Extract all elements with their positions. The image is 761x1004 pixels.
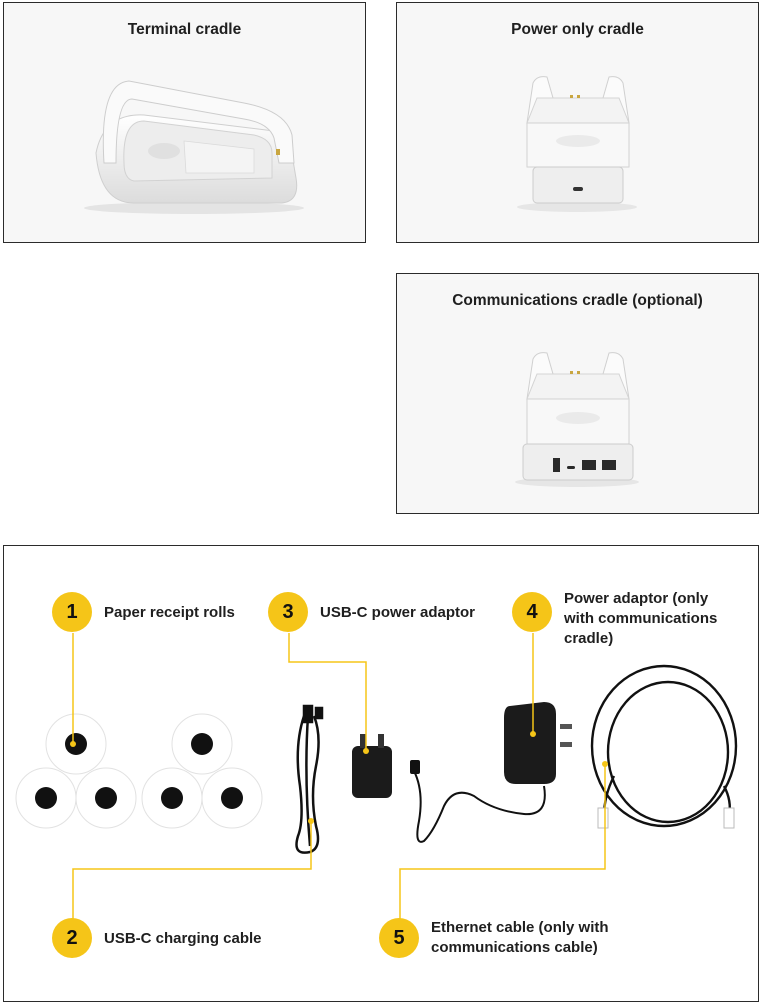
power-only-cradle-image	[517, 76, 637, 212]
callout-4-label-line-1: Power adaptor (only	[564, 590, 709, 607]
callout-3-label-line: USB-C power adaptor	[320, 604, 476, 621]
callout-4-label: Power adaptor (only with communications …	[564, 589, 717, 649]
callout-5-badge: 5	[379, 918, 419, 958]
ethernet-cable-image	[590, 664, 738, 829]
communications-cradle-image	[515, 352, 639, 487]
callout-5-label: Ethernet cable (only with communications…	[431, 918, 609, 958]
power-only-cradle-title: Power only cradle	[511, 21, 644, 38]
callout-5-label-line-1: Ethernet cable (only with	[431, 919, 609, 936]
power-adaptor-image	[410, 702, 572, 843]
usb-c-power-adaptor-image	[352, 734, 392, 798]
accessories-panel: 1 Paper receipt rolls 3 USB-C power adap…	[3, 545, 759, 1002]
callout-3-label: USB-C power adaptor	[320, 603, 475, 623]
callout-5-label-line-2: communications cable)	[431, 939, 598, 956]
callout-1-label-line: Paper receipt rolls	[104, 604, 235, 621]
communications-cradle-panel: Communications cradle (optional)	[396, 273, 759, 514]
terminal-cradle-title: Terminal cradle	[127, 21, 242, 38]
usb-c-charging-cable-image	[295, 704, 324, 854]
terminal-cradle-image	[84, 80, 304, 214]
callout-4-badge: 4	[512, 592, 552, 632]
callout-4-label-line-2: with communications	[564, 610, 718, 627]
accessories-image	[15, 664, 738, 854]
callout-2-label: USB-C charging cable	[104, 929, 262, 949]
callout-3-badge: 3	[268, 592, 308, 632]
communications-cradle-title: Communications cradle (optional)	[452, 292, 703, 309]
callout-2-label-line: USB-C charging cable	[104, 930, 262, 947]
terminal-cradle-panel: Terminal cradle	[3, 2, 366, 243]
callout-4-label-line-3: cradle)	[564, 630, 614, 647]
callout-1-label: Paper receipt rolls	[104, 603, 235, 623]
callout-2-badge: 2	[52, 918, 92, 958]
paper-rolls-image	[15, 713, 263, 829]
callout-1-badge: 1	[52, 592, 92, 632]
power-only-cradle-panel: Power only cradle	[396, 2, 759, 243]
